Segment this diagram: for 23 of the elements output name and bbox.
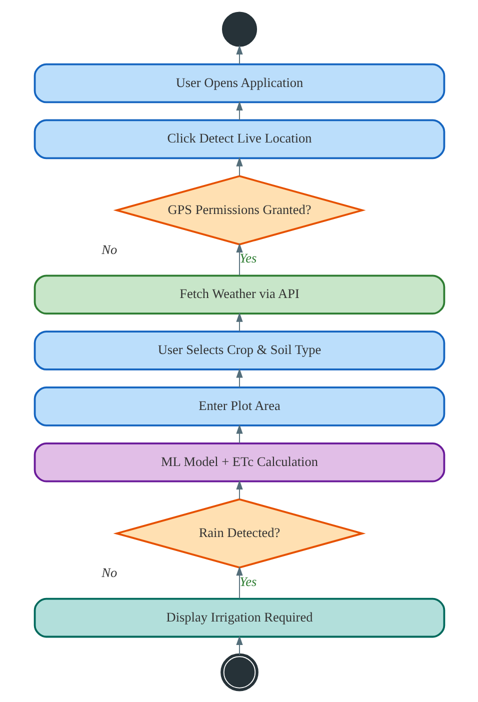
node-box: ML Model + ETc Calculation: [33, 442, 445, 482]
arrow: [236, 44, 242, 65]
arrow: [236, 156, 242, 176]
arrow: [236, 566, 242, 599]
arrow: [236, 424, 242, 444]
edge-label: Yes: [239, 250, 256, 266]
node-box: User Opens Application: [33, 63, 445, 104]
node-box: Click Detect Live Location: [33, 119, 445, 160]
arrow: [236, 312, 242, 332]
arrow: [236, 242, 242, 276]
node-box: Fetch Weather via API: [33, 274, 445, 315]
node-circle: [221, 12, 257, 47]
arrow: [236, 101, 242, 120]
node-diamond: GPS Permissions Granted?: [112, 175, 366, 246]
node-box: Display Irrigation Required: [33, 598, 445, 638]
node-box: Enter Plot Area: [33, 386, 445, 426]
node-diamond: Rain Detected?: [112, 498, 366, 569]
node-circle: [220, 653, 258, 692]
arrow: [236, 480, 242, 500]
edge-label: Yes: [239, 574, 256, 589]
node-box: User Selects Crop & Soil Type: [33, 330, 445, 370]
arrow: [236, 368, 242, 388]
arrow: [236, 635, 242, 656]
